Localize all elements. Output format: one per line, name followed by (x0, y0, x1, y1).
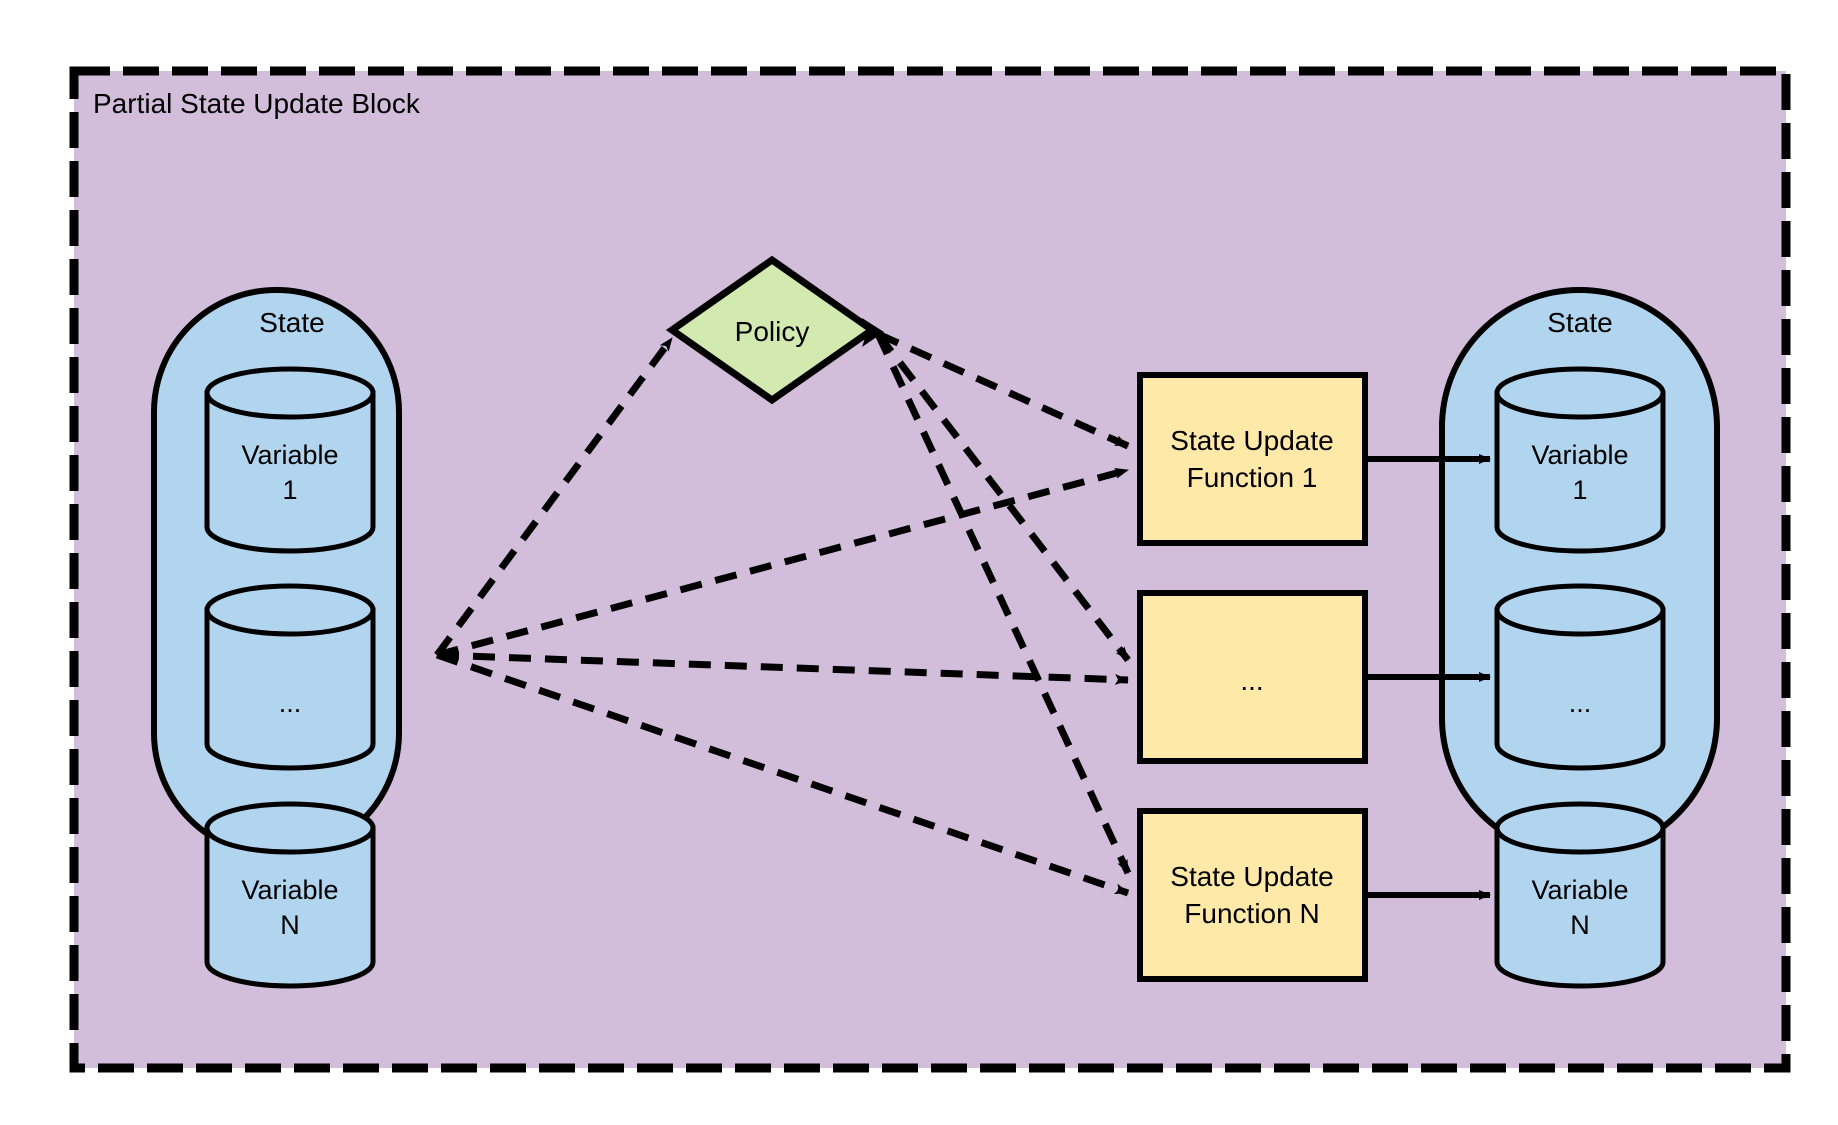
input-variable-1-cylinder (204, 366, 376, 554)
output-variable-1-label-line1: Variable (1531, 440, 1628, 470)
edge-policy-to-function-1 (876, 330, 1130, 450)
output-variable-n-cylinder (1494, 801, 1666, 989)
input-state-label: State (259, 307, 324, 338)
policy-label: Policy (735, 316, 810, 347)
state-update-function-n-label-line2: Function N (1184, 898, 1319, 929)
output-variable-ellipsis-label: ... (1569, 688, 1592, 718)
input-variable-1-label-line1: Variable (241, 440, 338, 470)
block-title: Partial State Update Block (93, 88, 421, 119)
input-variable-n-cylinder (204, 801, 376, 989)
input-variable-ellipsis-cylinder (204, 583, 376, 771)
edge-policy-to-function-ellipsis (875, 331, 1131, 663)
output-variable-n-label-line1: Variable (1531, 875, 1628, 905)
output-variable-ellipsis-cylinder (1494, 583, 1666, 771)
edge-state-to-policy (434, 335, 675, 658)
edge-state-to-function-1 (436, 466, 1129, 659)
edge-policy-to-function-n (874, 332, 1132, 875)
output-state-label: State (1547, 307, 1612, 338)
policy-diamond (665, 255, 879, 405)
state-update-function-1-label-line1: State Update (1170, 425, 1333, 456)
state-update-function-1-box (1137, 372, 1368, 546)
state-update-function-n-label-line1: State Update (1170, 861, 1333, 892)
input-variable-1-label-line2: 1 (282, 475, 297, 505)
input-variable-n-label-line1: Variable (241, 875, 338, 905)
input-variable-ellipsis-label: ... (279, 688, 302, 718)
policy-outgoing-arrowhead (862, 318, 884, 347)
input-variable-n-label-line2: N (280, 910, 300, 940)
state-update-function-n-box (1137, 808, 1368, 982)
edge-state-to-function-ellipsis (436, 651, 1129, 686)
edge-state-to-function-n (435, 651, 1130, 897)
state-update-function-1-label-line2: Function 1 (1187, 462, 1318, 493)
output-variable-1-cylinder (1494, 366, 1666, 554)
output-variable-n-label-line2: N (1570, 910, 1590, 940)
output-variable-1-label-line2: 1 (1572, 475, 1587, 505)
state-update-function-ellipsis-label: ... (1240, 665, 1263, 696)
